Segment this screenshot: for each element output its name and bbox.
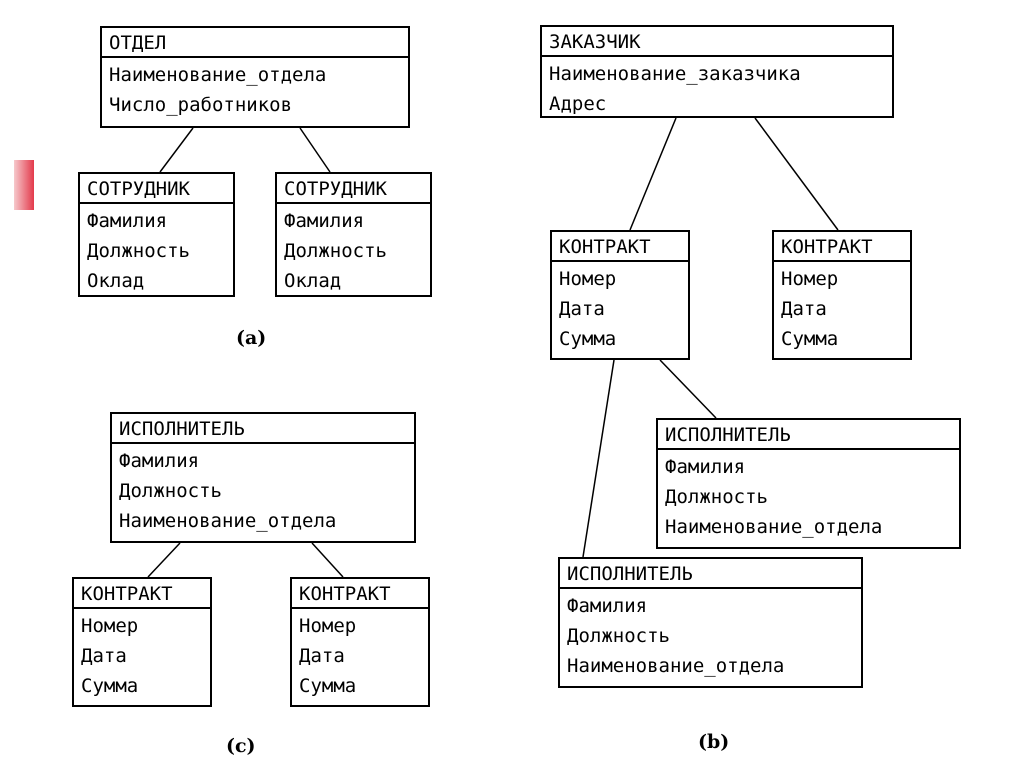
attr-dolzhnost: Должность [284, 240, 387, 262]
attr-dolzhnost: Должность [665, 486, 768, 508]
attr-dolzhnost: Должность [119, 480, 222, 502]
entity-sotrudnik-1: СОТРУДНИК Фамилия Должность Оклад [78, 172, 235, 297]
attr-data: Дата [559, 298, 605, 320]
attr-naimenovanie-otdela: Наименование_отдела [109, 64, 327, 86]
attr-summa: Сумма [81, 675, 139, 697]
attr-data: Дата [781, 298, 827, 320]
entity-kontrakt-c-2: КОНТРАКТ Номер Дата Сумма [290, 577, 430, 707]
attr-familiya: Фамилия [567, 595, 648, 617]
attr-data: Дата [299, 645, 345, 667]
attr-nomer: Номер [781, 268, 839, 290]
attr-data: Дата [81, 645, 127, 667]
caption-b: (b) [698, 731, 730, 753]
connector-ispolnitel-kontrakt2 [311, 542, 344, 578]
connector-zakazchik-kontrakt2 [754, 117, 839, 231]
connector-otdel-sotrudnik2 [299, 127, 331, 173]
entity-ispolnitel-b-1-title: ИСПОЛНИТЕЛЬ [658, 420, 959, 450]
attr-nomer: Номер [299, 615, 357, 637]
attr-naimenovanie-otdela: Наименование_отдела [119, 510, 337, 532]
attr-naimenovanie-otdela: Наименование_отдела [567, 655, 785, 677]
attr-familiya: Фамилия [87, 210, 168, 232]
entity-kontrakt-c-1: КОНТРАКТ Номер Дата Сумма [72, 577, 212, 707]
entity-zakazchik-title: ЗАКАЗЧИК [542, 27, 892, 57]
attr-naimenovanie-zakazchika: Наименование_заказчика [549, 63, 801, 85]
entity-ispolnitel-c-title: ИСПОЛНИТЕЛЬ [112, 414, 414, 444]
connector-zakazchik-kontrakt1 [629, 117, 677, 231]
entity-kontrakt-c-1-title: КОНТРАКТ [74, 579, 210, 609]
entity-kontrakt-b-1: КОНТРАКТ Номер Дата Сумма [550, 230, 690, 360]
attr-familiya: Фамилия [665, 456, 746, 478]
attr-dolzhnost: Должность [87, 240, 190, 262]
entity-ispolnitel-b-2-title: ИСПОЛНИТЕЛЬ [560, 559, 861, 589]
slide-accent-bar [14, 160, 34, 210]
entity-ispolnitel-c: ИСПОЛНИТЕЛЬ Фамилия Должность Наименован… [110, 412, 416, 543]
attr-chislo-rabotnikov: Число_работников [109, 94, 293, 116]
entity-kontrakt-c-2-title: КОНТРАКТ [292, 579, 428, 609]
entity-otdel: ОТДЕЛ Наименование_отдела Число_работник… [100, 26, 410, 128]
attr-dolzhnost: Должность [567, 625, 670, 647]
attr-naimenovanie-otdela: Наименование_отдела [665, 516, 883, 538]
attr-adres: Адрес [549, 93, 607, 115]
entity-ispolnitel-b-1: ИСПОЛНИТЕЛЬ Фамилия Должность Наименован… [656, 418, 961, 549]
attr-familiya: Фамилия [284, 210, 365, 232]
attr-nomer: Номер [559, 268, 617, 290]
entity-sotrudnik-2: СОТРУДНИК Фамилия Должность Оклад [275, 172, 432, 297]
caption-a: (a) [236, 327, 267, 349]
entity-ispolnitel-b-2: ИСПОЛНИТЕЛЬ Фамилия Должность Наименован… [558, 557, 863, 688]
entity-sotrudnik-1-title: СОТРУДНИК [80, 174, 233, 204]
entity-otdel-title: ОТДЕЛ [102, 28, 408, 58]
connector-otdel-sotrudnik1 [159, 127, 194, 173]
entity-sotrudnik-2-title: СОТРУДНИК [277, 174, 430, 204]
entity-zakazchik: ЗАКАЗЧИК Наименование_заказчика Адрес [540, 25, 894, 118]
attr-summa: Сумма [781, 328, 839, 350]
entity-kontrakt-b-1-title: КОНТРАКТ [552, 232, 688, 262]
caption-c: (c) [226, 735, 256, 757]
entity-kontrakt-b-2-title: КОНТРАКТ [774, 232, 910, 262]
attr-summa: Сумма [299, 675, 357, 697]
attr-summa: Сумма [559, 328, 617, 350]
attr-oklad: Оклад [87, 270, 145, 292]
connector-kontrakt1-ispolnitel1 [659, 359, 717, 419]
attr-nomer: Номер [81, 615, 139, 637]
connector-ispolnitel-kontrakt1 [147, 542, 181, 578]
attr-oklad: Оклад [284, 270, 342, 292]
connector-kontrakt1-ispolnitel2 [582, 359, 615, 558]
entity-kontrakt-b-2: КОНТРАКТ Номер Дата Сумма [772, 230, 912, 360]
attr-familiya: Фамилия [119, 450, 200, 472]
